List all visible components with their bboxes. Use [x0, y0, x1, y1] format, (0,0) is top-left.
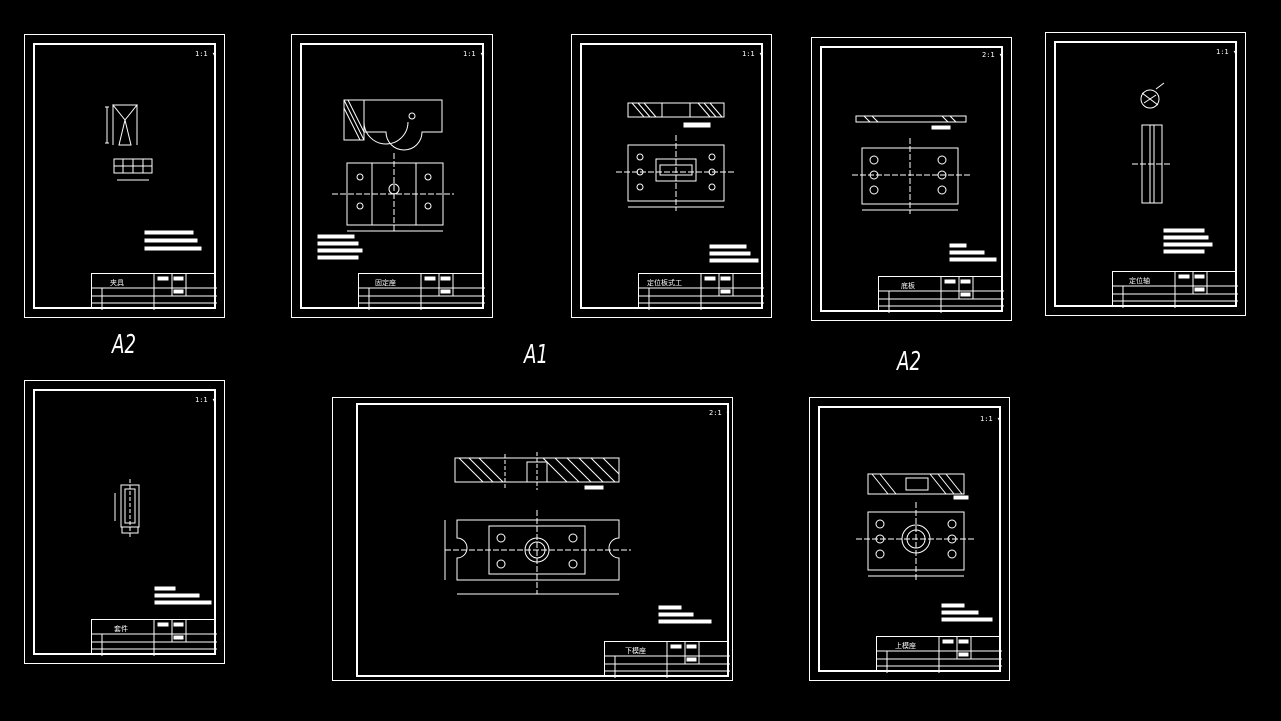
title-block-grid — [92, 274, 217, 310]
drawing-sheet-6[interactable]: 1:1 ▾ 套件 — [24, 380, 225, 664]
title-block: 上模座 — [876, 636, 1001, 672]
part-drawing — [812, 38, 1013, 322]
part-drawing — [572, 35, 773, 319]
sheet-size-label-a1: A1 — [524, 340, 549, 370]
scale-mark: 1:1 ▾ — [980, 415, 1002, 423]
scale-mark: 1:1 ▾ — [1216, 48, 1238, 56]
title-block: 底板 — [878, 276, 1003, 312]
drawing-sheet-1[interactable]: 1:1 ▾ 夹具 — [24, 34, 225, 318]
scale-mark: 1:1 ▾ — [195, 396, 217, 404]
scale-mark: 1:1 ▾ — [463, 50, 485, 58]
part-drawing — [25, 381, 226, 665]
part-drawing — [333, 398, 734, 682]
title-block: 套件 — [91, 619, 216, 655]
title-block-grid — [605, 642, 730, 678]
title-block-name: 上模座 — [895, 642, 916, 650]
title-block: 定位板式工 — [638, 273, 763, 309]
title-block-name: 套件 — [114, 625, 128, 633]
part-drawing — [1046, 33, 1247, 317]
part-drawing — [25, 35, 226, 319]
title-block-grid — [92, 620, 217, 656]
title-block-grid — [359, 274, 485, 310]
scale-mark: 2:1 ▾ — [709, 409, 731, 417]
scale-mark: 1:1 ▾ — [742, 50, 764, 58]
title-block-grid — [877, 637, 1002, 673]
title-block: 夹具 — [91, 273, 216, 309]
part-drawing — [810, 398, 1011, 682]
title-block-grid — [639, 274, 764, 310]
title-block-name: 下模座 — [625, 647, 646, 655]
drawing-sheet-7[interactable]: 2:1 ▾ 下模座 — [332, 397, 733, 681]
drawing-sheet-8[interactable]: 1:1 ▾ 上模座 — [809, 397, 1010, 681]
sheet-size-label-a2-left: A2 — [112, 330, 137, 360]
title-block: 定位轴 — [1112, 271, 1237, 307]
title-block: 下模座 — [604, 641, 729, 677]
sheet-size-label-a2-right: A2 — [897, 347, 922, 377]
title-block: 固定座 — [358, 273, 484, 309]
drawing-sheet-5[interactable]: 1:1 ▾ 定位轴 — [1045, 32, 1246, 316]
scale-mark: 2:1 ▾ — [982, 51, 1004, 59]
title-block-grid — [1113, 272, 1238, 308]
part-drawing — [292, 35, 494, 319]
scale-mark: 1:1 ▾ — [195, 50, 217, 58]
title-block-name: 固定座 — [375, 279, 396, 287]
title-block-name: 夹具 — [110, 279, 124, 287]
title-block-name: 底板 — [901, 282, 915, 290]
drawing-sheet-4[interactable]: 2:1 ▾ 底板 — [811, 37, 1012, 321]
title-block-name: 定位板式工 — [647, 279, 682, 287]
title-block-name: 定位轴 — [1129, 277, 1150, 285]
drawing-sheet-2[interactable]: 1:1 ▾ 固定座 — [291, 34, 493, 318]
drawing-sheet-3[interactable]: 1:1 ▾ 定位板式工 — [571, 34, 772, 318]
sheet-border — [356, 403, 729, 677]
title-block-grid — [879, 277, 1004, 313]
